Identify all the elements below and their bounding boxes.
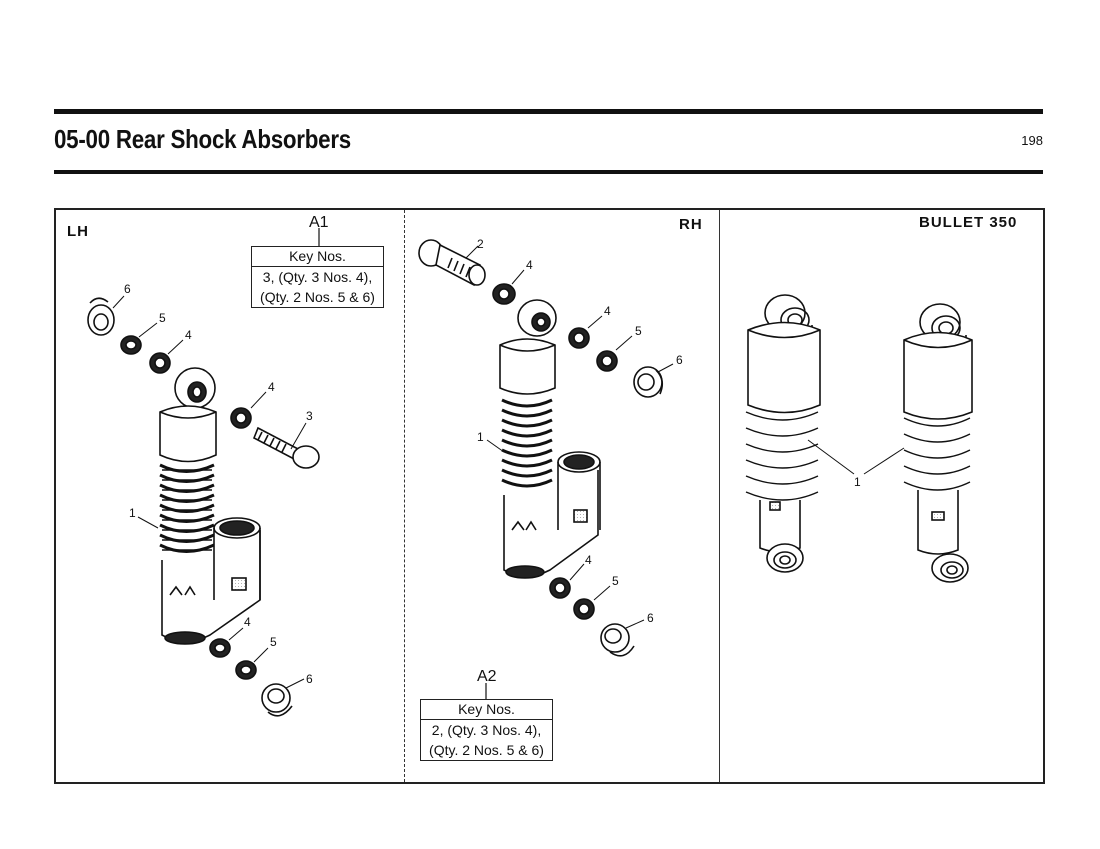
rh-callout-4-top: 4 xyxy=(526,258,533,272)
lh-bolt-3 xyxy=(252,426,320,469)
bullet-shock-left xyxy=(745,294,821,573)
rh-key-line-2: (Qty. 2 Nos. 5 & 6) xyxy=(429,742,544,758)
lh-washer-4-top xyxy=(149,352,171,374)
lh-callout-3: 3 xyxy=(306,409,313,423)
page-number: 198 xyxy=(1021,133,1043,148)
lh-ref: A1 xyxy=(309,214,329,231)
lh-callout-4-top: 4 xyxy=(185,328,192,342)
rh-callout-5-right: 5 xyxy=(635,324,642,338)
lh-washer-4-bolt xyxy=(230,407,252,429)
lh-key-line-2: (Qty. 2 Nos. 5 & 6) xyxy=(260,289,375,305)
rh-key-header: Key Nos. xyxy=(421,700,552,720)
lh-key-header: Key Nos. xyxy=(252,247,383,267)
diagram-frame xyxy=(54,208,1045,784)
page-title: 05-00 Rear Shock Absorbers xyxy=(54,124,351,154)
dashed-divider xyxy=(404,210,405,782)
lh-washer-4-bottom xyxy=(209,638,231,658)
lh-label: LH xyxy=(67,223,89,240)
lh-callout-4-bolt: 4 xyxy=(268,380,275,394)
lh-cap-nut-bottom xyxy=(261,683,293,717)
lh-washer-5-top xyxy=(120,335,142,355)
rh-callout-2: 2 xyxy=(477,237,484,251)
rh-callout-4-right: 4 xyxy=(604,304,611,318)
lh-key-box: Key Nos. 3, (Qty. 3 Nos. 4), (Qty. 2 Nos… xyxy=(251,246,384,308)
lh-callout-6-bottom: 6 xyxy=(306,672,313,686)
rh-callout-6-right: 6 xyxy=(676,353,683,367)
rh-callout-1: 1 xyxy=(477,430,484,444)
panel-divider xyxy=(719,210,720,782)
bullet-shock-right xyxy=(903,303,973,583)
lh-shock-absorber xyxy=(159,367,261,645)
rh-key-box: Key Nos. 2, (Qty. 3 Nos. 4), (Qty. 2 Nos… xyxy=(420,699,553,761)
rh-bolt-2 xyxy=(418,239,486,287)
rh-callout-5-bottom: 5 xyxy=(612,574,619,588)
rh-callout-4-bottom: 4 xyxy=(585,553,592,567)
top-rule xyxy=(54,109,1043,114)
lh-callout-5-bottom: 5 xyxy=(270,635,277,649)
rh-washer-5-bottom xyxy=(573,598,595,620)
lh-key-line-1: 3, (Qty. 3 Nos. 4), xyxy=(262,269,373,285)
lh-washer-5-bottom xyxy=(235,660,257,680)
rh-washer-4-bottom xyxy=(549,577,571,599)
rh-washer-4-right xyxy=(568,327,590,349)
bottom-rule xyxy=(54,170,1043,174)
bullet-label: BULLET 350 xyxy=(919,214,1018,231)
rh-ref: A2 xyxy=(477,668,497,685)
rh-shock-absorber xyxy=(499,299,601,579)
rh-label: RH xyxy=(679,216,703,233)
lh-cap-nut-top xyxy=(87,297,115,336)
rh-washer-4-top xyxy=(492,283,516,305)
lh-callout-1: 1 xyxy=(129,506,136,520)
rh-washer-5-right xyxy=(596,350,618,372)
rh-cap-nut-right xyxy=(633,366,664,398)
rh-key-line-1: 2, (Qty. 3 Nos. 4), xyxy=(431,722,542,738)
lh-callout-6-top: 6 xyxy=(124,282,131,296)
lh-callout-4-bottom: 4 xyxy=(244,615,251,629)
rh-callout-6-bottom: 6 xyxy=(647,611,654,625)
bullet-callout-1: 1 xyxy=(854,475,861,489)
rh-cap-nut-bottom xyxy=(600,623,635,657)
lh-callout-5-top: 5 xyxy=(159,311,166,325)
